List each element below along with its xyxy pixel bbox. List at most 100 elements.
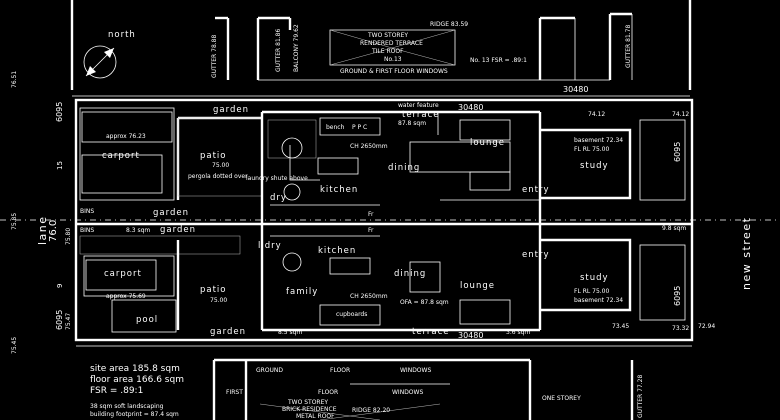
level-76-0: 76.0 xyxy=(48,220,59,242)
gutter-top-a: GUTTER 81.86 xyxy=(275,29,282,72)
upper-pergola: pergola dotted over xyxy=(188,173,248,180)
lane-label: lane xyxy=(36,215,49,245)
upper-patio: patio xyxy=(200,151,227,161)
upper-dry: dry xyxy=(270,193,287,203)
ridge-top-label: RIDGE 83.59 xyxy=(430,21,468,28)
upper-fr: Fr xyxy=(368,211,374,218)
neighbour-top-number: No.13 xyxy=(384,56,402,63)
upper-garden-mid: garden xyxy=(153,208,189,218)
overall-dim-top: 30480 xyxy=(563,85,588,94)
lower-garden-bottom-area: 8.5 sqm xyxy=(278,329,302,336)
lower-basement: basement 72.34 xyxy=(574,297,623,304)
lower-fl-rl: FL RL 75.00 xyxy=(574,288,609,295)
north-label: north xyxy=(108,30,136,40)
dim-left-bottom: 6095 xyxy=(55,310,64,330)
lower-pool: pool xyxy=(136,315,158,325)
lower-right-area: 9.8 sqm xyxy=(662,225,686,232)
upper-terrace-area: 87.8 sqm xyxy=(398,120,426,127)
lower-house-walls xyxy=(76,222,692,333)
lower-fr: Fr xyxy=(368,227,374,234)
lower-patio: patio xyxy=(200,285,227,295)
neighbour-bottom-windows: WINDOWS xyxy=(400,367,431,374)
neighbour-bottom-ridge: RIDGE 82.20 xyxy=(352,407,390,414)
neighbour-top-fsr: No. 13 FSR = .89:1 xyxy=(470,57,527,64)
neighbour-bottom-windows2: WINDOWS xyxy=(392,389,423,396)
gutter-right-top: GUTTER 81.78 xyxy=(625,25,632,68)
right-level-73-45: 73.45 xyxy=(612,323,629,330)
site-boundary xyxy=(74,98,694,342)
neighbour-bottom-one-storey: ONE STOREY xyxy=(542,395,581,402)
site-area: site area 185.8 sqm xyxy=(90,364,180,374)
lower-family: family xyxy=(286,287,318,297)
floor-area: floor area 166.6 sqm xyxy=(90,375,184,385)
neighbour-bottom-ground: GROUND xyxy=(256,367,283,374)
upper-patio-rl: 75.00 xyxy=(212,162,229,169)
fsr: FSR = .89:1 xyxy=(90,386,143,396)
neighbour-bottom xyxy=(76,345,692,420)
upper-bench: bench xyxy=(326,124,345,131)
lower-garden-bottom: garden xyxy=(210,327,246,337)
lower-ofa: OFA = 87.8 sqm xyxy=(400,299,449,306)
building-footprint: building footprint = 87.4 sqm xyxy=(90,411,179,418)
neighbour-bottom-floor2: FLOOR xyxy=(318,389,338,396)
neighbour-top-line3: TILE ROOF xyxy=(371,48,404,55)
right-level-74-12: 74.12 xyxy=(588,111,605,118)
lower-garden-mid-area: 8.3 sqm xyxy=(126,227,150,234)
upper-bins: BINS xyxy=(80,208,94,215)
upper-house-walls xyxy=(79,107,686,225)
level-75-85: 75.85 xyxy=(11,213,18,230)
soft-landscaping: 38 sqm soft landscaping xyxy=(90,403,164,410)
neighbour-top-line2: RENDERED TERRACE xyxy=(360,40,423,47)
upper-basement: basement 72.34 xyxy=(574,137,623,144)
neighbour-bottom-first: FIRST xyxy=(226,389,243,396)
right-level-72-94: 72.94 xyxy=(698,323,715,330)
gutter-bottom-right: GUTTER 77.28 xyxy=(637,375,644,418)
lower-lounge: lounge xyxy=(460,281,495,291)
upper-ch: CH 2650mm xyxy=(350,143,388,150)
neighbour-bottom-floor: FLOOR xyxy=(330,367,350,374)
dim-right-top: 6095 xyxy=(673,142,682,162)
level-76-51: 76.51 xyxy=(11,71,18,88)
balcony-top: BALCONY 79.62 xyxy=(293,24,300,72)
upper-lounge: lounge xyxy=(470,138,505,148)
lower-inner-dim: 30480 xyxy=(458,331,483,340)
upper-inner-dim: 30480 xyxy=(458,103,483,112)
lower-garden-mid: garden xyxy=(160,225,196,235)
lower-carport: carport xyxy=(104,269,142,279)
neighbour-bottom-line2: BRICK RESIDENCE xyxy=(282,406,337,413)
lower-bins: BINS xyxy=(80,227,94,234)
upper-terrace: terrace xyxy=(402,110,440,120)
dim-left-top: 6095 xyxy=(55,102,64,122)
neighbour-top-windows: GROUND & FIRST FLOOR WINDOWS xyxy=(340,68,448,75)
upper-carport: carport xyxy=(102,151,140,161)
upper-kitchen: kitchen xyxy=(320,185,358,195)
neighbour-top-line1: TWO STOREY xyxy=(367,32,408,39)
new-street-label: new street xyxy=(740,217,753,290)
lower-kitchen: kitchen xyxy=(318,246,356,256)
lower-study: study xyxy=(580,273,609,283)
lower-approx-area: approx 75.69 xyxy=(106,293,146,300)
level-75-80: 75.80 xyxy=(65,228,72,245)
right-level-73-32: 73.32 xyxy=(672,325,689,332)
upper-study: study xyxy=(580,161,609,171)
dim-right-bottom: 6095 xyxy=(673,286,682,306)
upper-garden-top: garden xyxy=(213,105,249,115)
lower-entry: entry xyxy=(522,250,549,260)
neighbour-bottom-line3: METAL ROOF xyxy=(296,413,335,420)
dim-left-mid-b: 9 xyxy=(56,284,64,288)
gutter-left-top: GUTTER 78.88 xyxy=(211,35,218,78)
upper-entry: entry xyxy=(522,185,549,195)
lower-ch: CH 2650mm xyxy=(350,293,388,300)
upper-water-feature: water feature xyxy=(398,102,439,109)
upper-ppc: P P C xyxy=(352,124,367,131)
lower-cupboards: cupboards xyxy=(336,311,367,318)
upper-dining: dining xyxy=(388,163,420,173)
upper-approx-area: approx 76.23 xyxy=(106,133,146,140)
level-75-45: 75.45 xyxy=(11,337,18,354)
dim-left-mid-a: 15 xyxy=(56,161,64,170)
lower-terrace-area: 3.6 sqm xyxy=(506,329,530,336)
lower-patio-rl: 75.00 xyxy=(210,297,227,304)
lower-dining: dining xyxy=(394,269,426,279)
upper-fl-rl: FL RL 75.00 xyxy=(574,146,609,153)
